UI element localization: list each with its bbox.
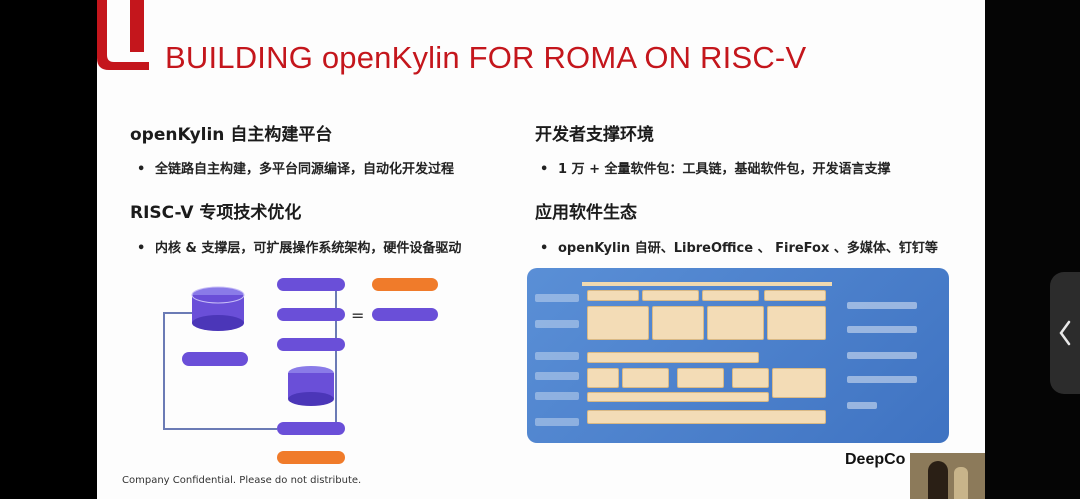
bullet-dot: • xyxy=(137,162,146,177)
bullet-text: 全链路自主构建，多平台同源编译，自动化开发过程 xyxy=(155,162,455,177)
bullet-dot: • xyxy=(540,162,549,177)
database-icon xyxy=(191,286,245,331)
slide-title: BUILDING openKylin FOR ROMA ON RISC-V xyxy=(165,40,807,75)
equals-sign: = xyxy=(351,306,365,325)
bullet-dot: • xyxy=(137,241,146,256)
bullet-dot: • xyxy=(540,241,549,256)
confidential-footer: Company Confidential. Please do not dist… xyxy=(122,475,362,486)
viewer-right-frame xyxy=(985,0,1080,499)
bullet-developer-env: • 1 万 + 全量软件包：工具链，基础软件包，开发语言支撑 xyxy=(540,158,891,177)
bullet-text: openKylin 自研、LibreOffice 、 FireFox 、多媒体、… xyxy=(558,241,938,256)
heading-app-ecosystem: 应用软件生态 xyxy=(535,203,637,223)
chevron-left-icon[interactable] xyxy=(1050,272,1080,394)
brand-corner-icon xyxy=(97,0,149,70)
heading-developer-env: 开发者支撑环境 xyxy=(535,125,654,145)
bullet-text: 1 万 + 全量软件包：工具链，基础软件包，开发语言支撑 xyxy=(558,162,891,177)
brand-logo-text: DeepCo xyxy=(845,451,906,468)
heading-riscv-optimization: RISC-V 专项技术优化 xyxy=(130,203,302,223)
presentation-slide: BUILDING openKylin FOR ROMA ON RISC-V op… xyxy=(97,0,985,499)
bullet-text: 内核 & 支撑层，可扩展操作系统架构，硬件设备驱动 xyxy=(155,241,462,256)
ecosystem-architecture-diagram xyxy=(527,268,949,443)
bullet-build-platform: • 全链路自主构建，多平台同源编译，自动化开发过程 xyxy=(137,158,454,177)
heading-build-platform: openKylin 自主构建平台 xyxy=(130,125,333,145)
bullet-app-ecosystem: • openKylin 自研、LibreOffice 、 FireFox 、多媒体… xyxy=(540,237,938,256)
speaker-video-thumbnail[interactable] xyxy=(910,453,985,499)
bullet-riscv-optimization: • 内核 & 支撑层，可扩展操作系统架构，硬件设备驱动 xyxy=(137,237,461,256)
database-icon xyxy=(288,366,334,406)
speaker-figure-2 xyxy=(954,467,968,499)
speaker-figure xyxy=(928,461,948,499)
